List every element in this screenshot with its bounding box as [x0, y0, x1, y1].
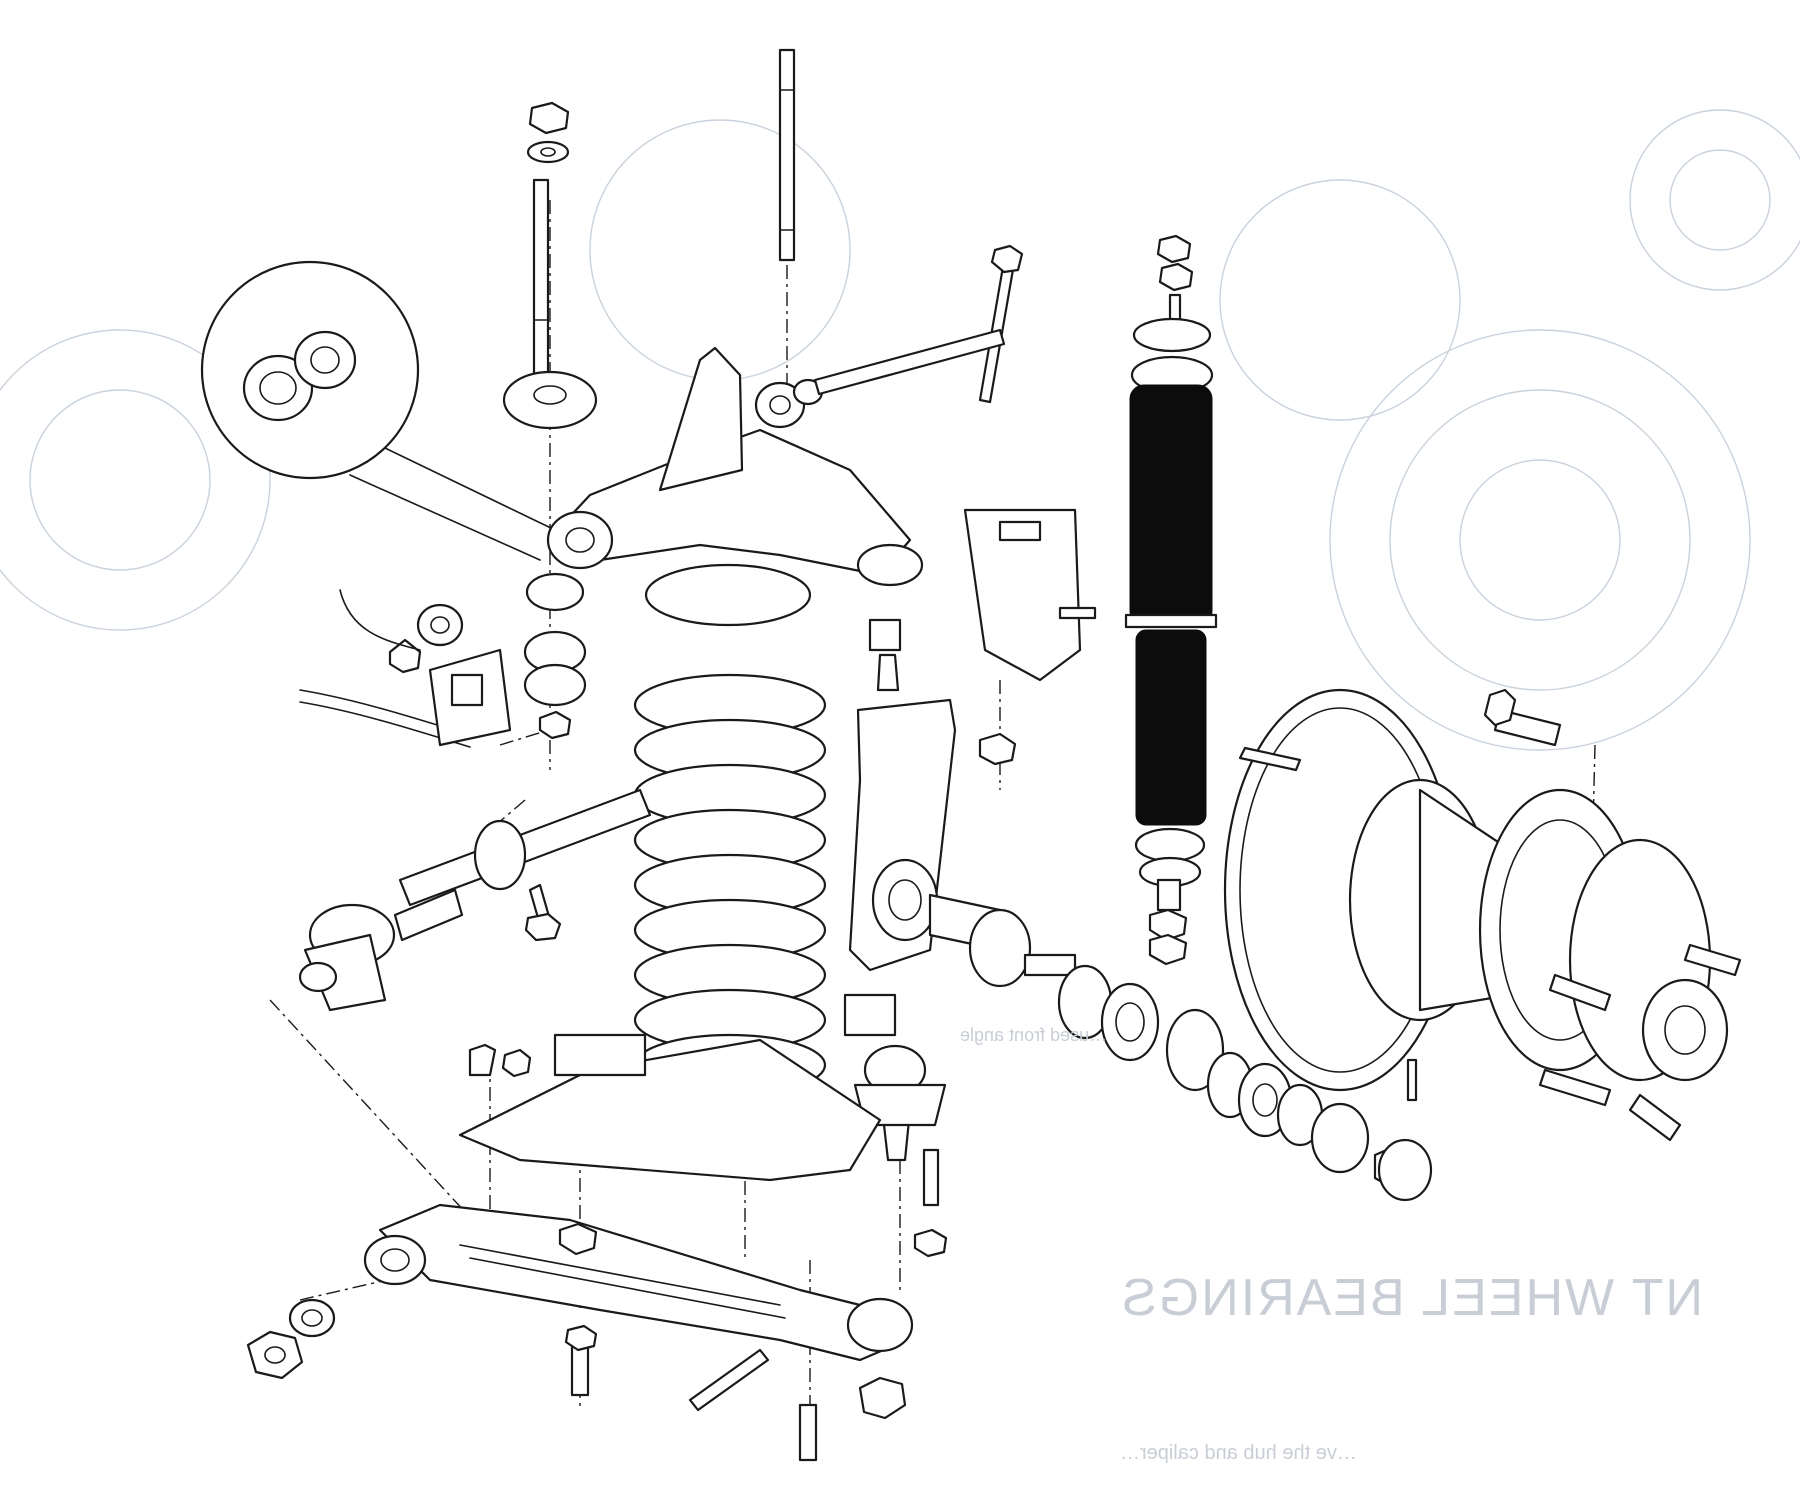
anti-roll-bar: [299, 589, 512, 748]
upper-control-arm: [388, 346, 924, 740]
shock-absorber: [1124, 317, 1218, 966]
lower-control-arm: [363, 1033, 948, 1462]
radius-rod: [298, 788, 652, 1012]
bleed-through-body: …ve the hub and caliper…: [1120, 1442, 1357, 1464]
bleed-through-right: [1629, 109, 1800, 291]
bleed-through-artwork: [0, 119, 1751, 751]
bleed-through-caption: …used front angle: [960, 1025, 1108, 1045]
stub-axle-knuckle: [843, 508, 1097, 1162]
bleed-through-heading: NT WHEEL BEARINGS: [1120, 1269, 1703, 1327]
bearing-stack: [871, 858, 1433, 1202]
detail-inset: [200, 260, 556, 561]
top-fasteners: [526, 48, 1194, 429]
brake-disc-hub: [1223, 688, 1742, 1142]
lower-left-nuts: [246, 1298, 907, 1420]
